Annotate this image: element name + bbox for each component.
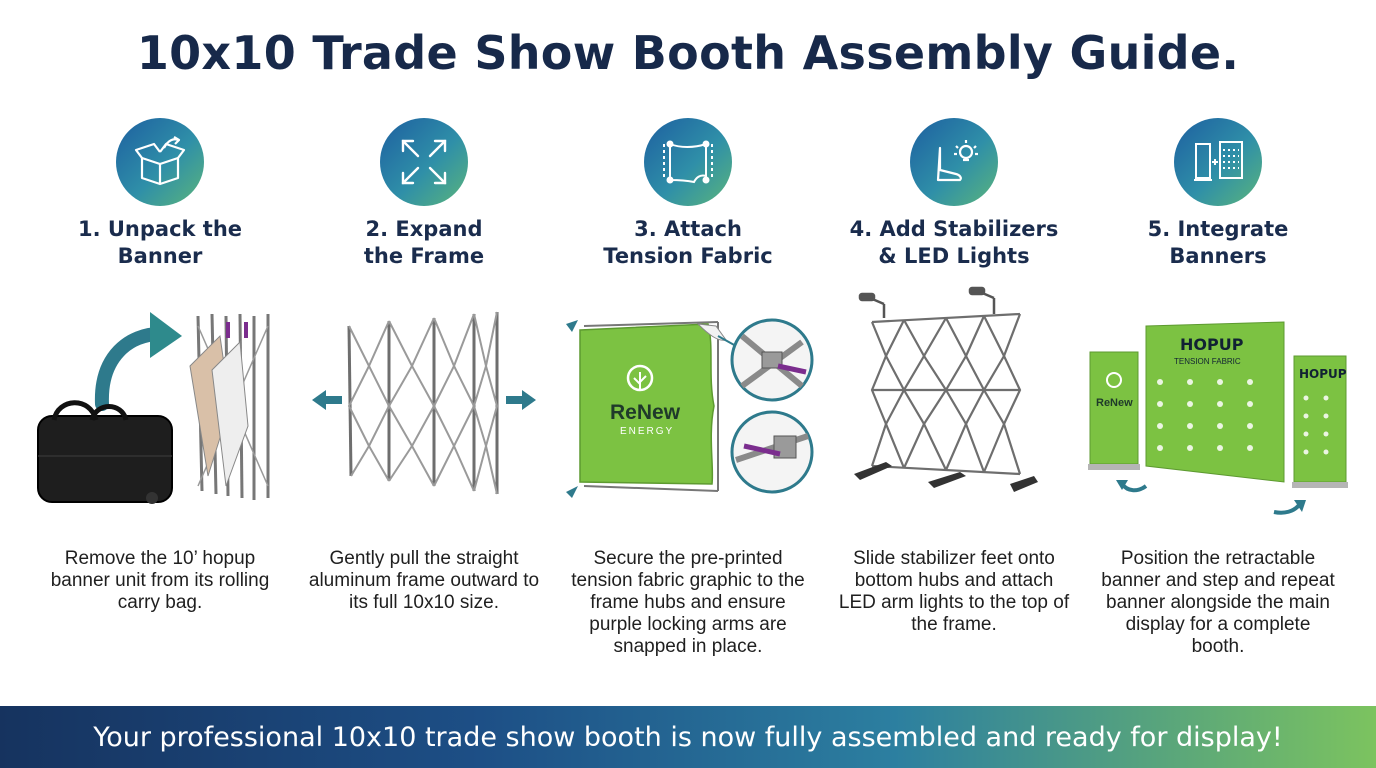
footer-text: Your professional 10x10 trade show booth… — [93, 721, 1283, 753]
expand-arrows-icon — [380, 118, 468, 206]
main-banner-sub: TENSION FABRIC — [1174, 357, 1241, 366]
stabilizers-lights-illustration — [824, 286, 1084, 526]
step-heading: 1. Unpack the Banner — [77, 217, 243, 268]
main-banner-title: HOPUP — [1180, 335, 1244, 354]
step-5: 5. Integrate Banners ReNew HOPUP TENSION… — [1088, 118, 1348, 698]
step-heading: 2. Expand the Frame — [363, 217, 485, 268]
step-description: Position the retractable banner and step… — [1101, 548, 1335, 657]
integrated-banners-illustration: ReNew HOPUP TENSION FABRIC HOPUP — [1088, 286, 1348, 526]
step-description: Slide stabilizer feet onto bottom hubs a… — [838, 548, 1070, 635]
banner-display-icon — [1174, 118, 1262, 206]
side-banner-title: HOPUP — [1299, 367, 1347, 381]
step-4: 4. Add Stabilizers & LED Lights — [824, 118, 1084, 698]
step-description: Remove the 10’ hopup banner unit from it… — [50, 548, 270, 613]
step-1: 1. Unpack the Banner — [30, 118, 290, 698]
foot-and-bulb-icon — [910, 118, 998, 206]
fabric-sub-text: ENERGY — [620, 426, 674, 437]
step-3: 3. Attach Tension Fabric ReNew ENERGY — [558, 118, 818, 698]
step-heading: 4. Add Stabilizers & LED Lights — [849, 217, 1059, 268]
carry-bag-illustration — [30, 286, 290, 526]
step-2: 2. Expand the Frame — [294, 118, 554, 698]
tension-fabric-illustration: ReNew ENERGY — [558, 286, 818, 526]
step-heading: 3. Attach Tension Fabric — [603, 217, 773, 268]
fabric-brand-text: ReNew — [610, 401, 681, 424]
step-heading: 5. Integrate Banners — [1147, 217, 1289, 268]
left-banner-brand: ReNew — [1096, 397, 1133, 409]
page-title: 10x10 Trade Show Booth Assembly Guide. — [136, 26, 1240, 80]
step-description: Secure the pre-printed tension fabric gr… — [571, 548, 805, 657]
footer-banner: Your professional 10x10 trade show booth… — [0, 706, 1376, 768]
expanded-frame-illustration — [294, 286, 554, 526]
fabric-frame-icon — [644, 118, 732, 206]
step-description: Gently pull the straight aluminum frame … — [308, 548, 540, 613]
open-box-icon — [116, 118, 204, 206]
